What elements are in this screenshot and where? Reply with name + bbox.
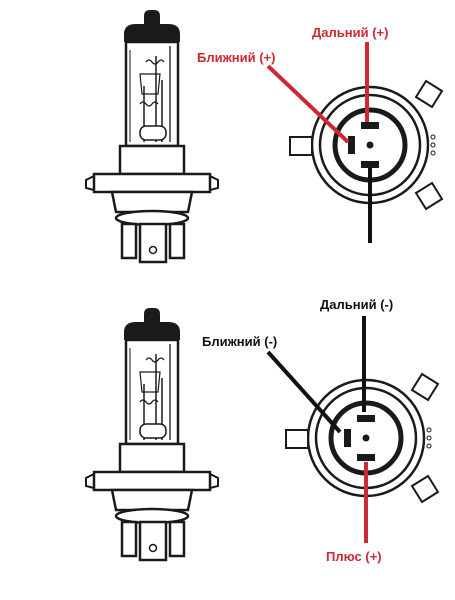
wire-bottom-low	[266, 350, 342, 434]
label-bottom-plus: Плюс (+)	[326, 549, 382, 564]
bulb-side-view-top	[84, 8, 220, 264]
label-bottom-high: Дальний (-)	[320, 297, 393, 312]
wire-top-low	[266, 64, 350, 144]
label-bottom-low: Ближний (-)	[202, 334, 277, 349]
bulb-side-view-bottom	[84, 306, 220, 562]
label-top-high: Дальний (+)	[312, 25, 388, 40]
label-top-low: Ближний (+)	[197, 50, 276, 65]
